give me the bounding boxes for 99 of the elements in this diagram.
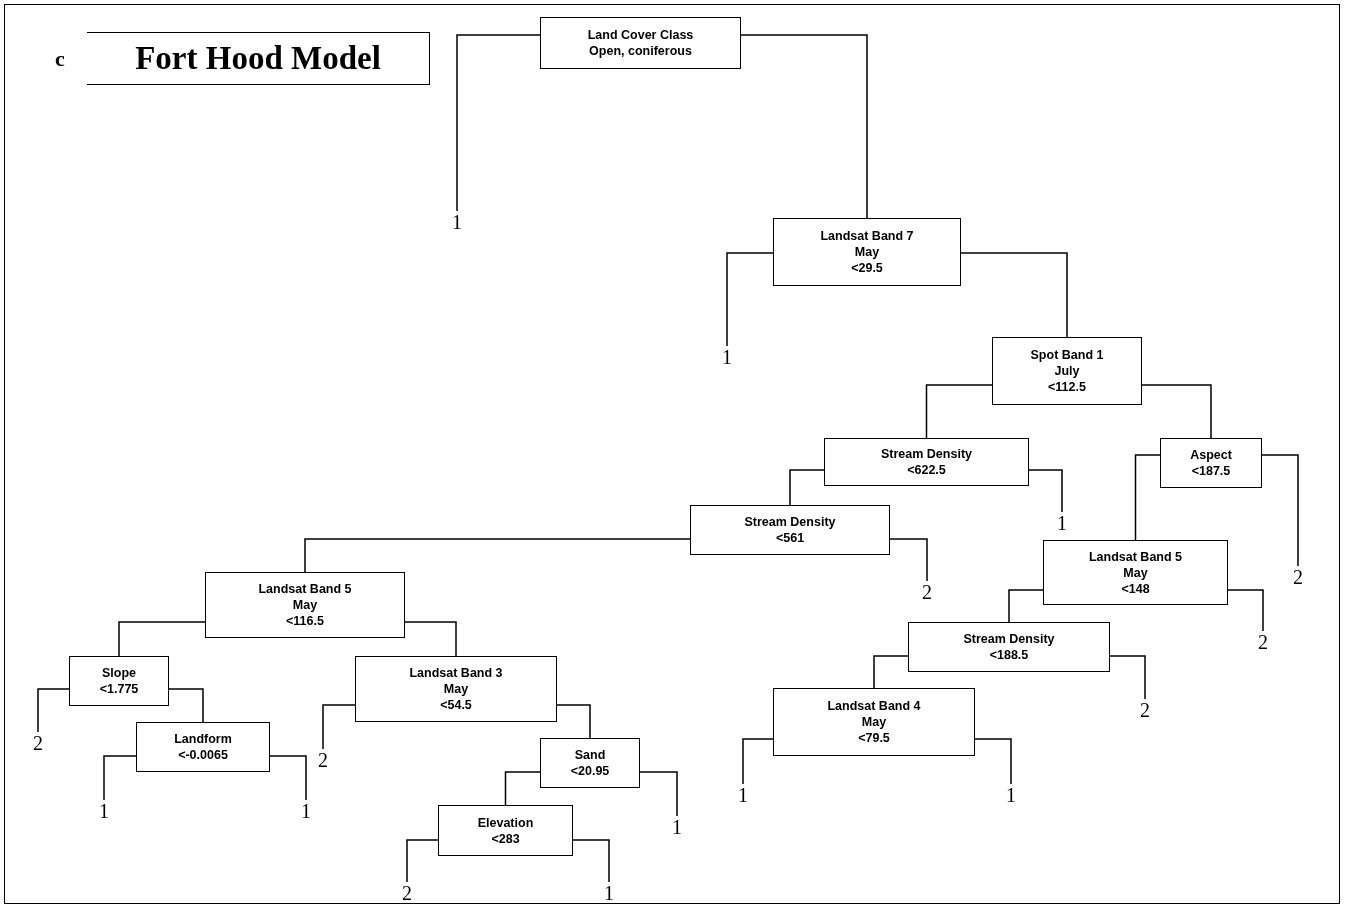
node-text: Landsat Band 7 bbox=[820, 228, 914, 244]
branch-line bbox=[118, 621, 206, 657]
branch-line bbox=[1109, 655, 1146, 700]
node-text: Landsat Band 5 bbox=[1088, 548, 1183, 565]
branch-line bbox=[404, 621, 457, 657]
node-text: <622.5 bbox=[907, 462, 946, 478]
node-text: Stream Density bbox=[881, 446, 972, 462]
node-text: <561 bbox=[775, 530, 805, 546]
branch-line bbox=[1227, 589, 1264, 632]
leaf-value: 1 bbox=[1050, 512, 1074, 534]
node-text: <20.95 bbox=[570, 763, 610, 779]
decision-box bbox=[69, 656, 169, 706]
leaf-value: 1 bbox=[294, 800, 318, 822]
branch-line bbox=[572, 839, 610, 883]
decision-box bbox=[1043, 540, 1228, 605]
leaf-value: 2 bbox=[1286, 566, 1310, 588]
branch-line bbox=[925, 384, 993, 439]
node-text: Stream Density bbox=[963, 631, 1055, 647]
branch-line bbox=[1134, 454, 1161, 541]
branch-line bbox=[1028, 469, 1063, 513]
node-text: <116.5 bbox=[286, 613, 324, 629]
node-text: <79.5 bbox=[858, 730, 890, 746]
leaf-value: 2 bbox=[311, 749, 335, 771]
node-text: Elevation bbox=[477, 814, 534, 831]
decision-box bbox=[1160, 438, 1262, 488]
decision-box bbox=[205, 572, 405, 638]
node-text: July bbox=[1054, 363, 1080, 379]
node-text: <29.5 bbox=[851, 260, 883, 276]
node-text: May bbox=[861, 714, 887, 730]
branch-line bbox=[789, 469, 825, 506]
branch-line bbox=[974, 738, 1012, 785]
node-text: <187.5 bbox=[1191, 463, 1231, 479]
node-text: <112.5 bbox=[1048, 379, 1086, 395]
decision-box bbox=[690, 505, 890, 555]
node-text: Landsat Band 4 bbox=[827, 698, 921, 714]
branch-line bbox=[889, 538, 928, 582]
branch-line bbox=[1141, 384, 1212, 439]
branch-line bbox=[406, 839, 439, 883]
node-text: May bbox=[443, 681, 469, 697]
decision-box bbox=[908, 622, 1110, 672]
branch-line bbox=[742, 738, 774, 785]
branch-line bbox=[740, 34, 868, 219]
branch-line bbox=[556, 704, 591, 739]
node-text: Stream Density bbox=[744, 514, 836, 530]
decision-box bbox=[773, 688, 975, 756]
branch-line bbox=[103, 755, 137, 801]
branch-line bbox=[726, 252, 774, 347]
leaf-value: 2 bbox=[26, 732, 50, 754]
leaf-value: 2 bbox=[1133, 699, 1157, 721]
branch-line bbox=[1261, 454, 1299, 567]
decision-box bbox=[824, 438, 1029, 486]
leaf-value: 1 bbox=[731, 784, 755, 806]
decision-box bbox=[540, 738, 640, 788]
diagram-title: Fort Hood Model bbox=[87, 32, 430, 85]
branch-line bbox=[168, 688, 204, 723]
node-text: Open, coniferous bbox=[589, 43, 692, 59]
branch-line bbox=[304, 538, 691, 573]
branch-line bbox=[322, 704, 356, 750]
node-text: May bbox=[292, 597, 318, 613]
leaf-value: 1 bbox=[597, 882, 621, 904]
node-text: <1.775 bbox=[99, 681, 139, 697]
leaf-value: 1 bbox=[665, 816, 689, 838]
node-text: Spot Band 1 bbox=[1030, 347, 1104, 363]
branch-line bbox=[37, 688, 70, 733]
node-text: <148 bbox=[1121, 580, 1150, 597]
node-text: May bbox=[1123, 564, 1148, 581]
leaf-value: 1 bbox=[92, 800, 116, 822]
node-text: May bbox=[854, 244, 880, 260]
node-text: Landsat Band 5 bbox=[258, 581, 352, 597]
branch-line bbox=[1008, 589, 1044, 623]
decision-box bbox=[438, 805, 573, 856]
decision-box bbox=[992, 337, 1142, 405]
branch-line bbox=[269, 755, 307, 801]
panel-letter: c bbox=[55, 46, 65, 72]
decision-box bbox=[773, 218, 961, 286]
node-text: <54.5 bbox=[440, 697, 472, 713]
leaf-value: 1 bbox=[715, 346, 739, 368]
node-text: Land Cover Class bbox=[587, 27, 694, 43]
decision-box bbox=[540, 17, 741, 69]
leaf-value: 2 bbox=[915, 581, 939, 603]
node-text: <283 bbox=[491, 830, 520, 847]
node-text: Landform bbox=[174, 731, 232, 747]
leaf-value: 1 bbox=[999, 784, 1023, 806]
decision-box bbox=[355, 656, 557, 722]
node-text: Aspect bbox=[1190, 447, 1232, 463]
branch-line bbox=[504, 771, 541, 806]
leaf-value: 2 bbox=[1251, 631, 1275, 653]
leaf-value: 2 bbox=[395, 882, 419, 904]
leaf-value: 1 bbox=[445, 211, 469, 233]
node-text: Slope bbox=[101, 665, 136, 681]
node-text: Sand bbox=[574, 747, 606, 763]
decision-box bbox=[136, 722, 270, 772]
branch-line bbox=[456, 34, 541, 212]
node-text: Landsat Band 3 bbox=[409, 665, 503, 681]
branch-line bbox=[960, 252, 1068, 338]
branch-line bbox=[639, 771, 678, 817]
branch-line bbox=[873, 655, 909, 689]
node-text: <-0.0065 bbox=[178, 747, 228, 763]
node-text: <188.5 bbox=[989, 647, 1029, 663]
